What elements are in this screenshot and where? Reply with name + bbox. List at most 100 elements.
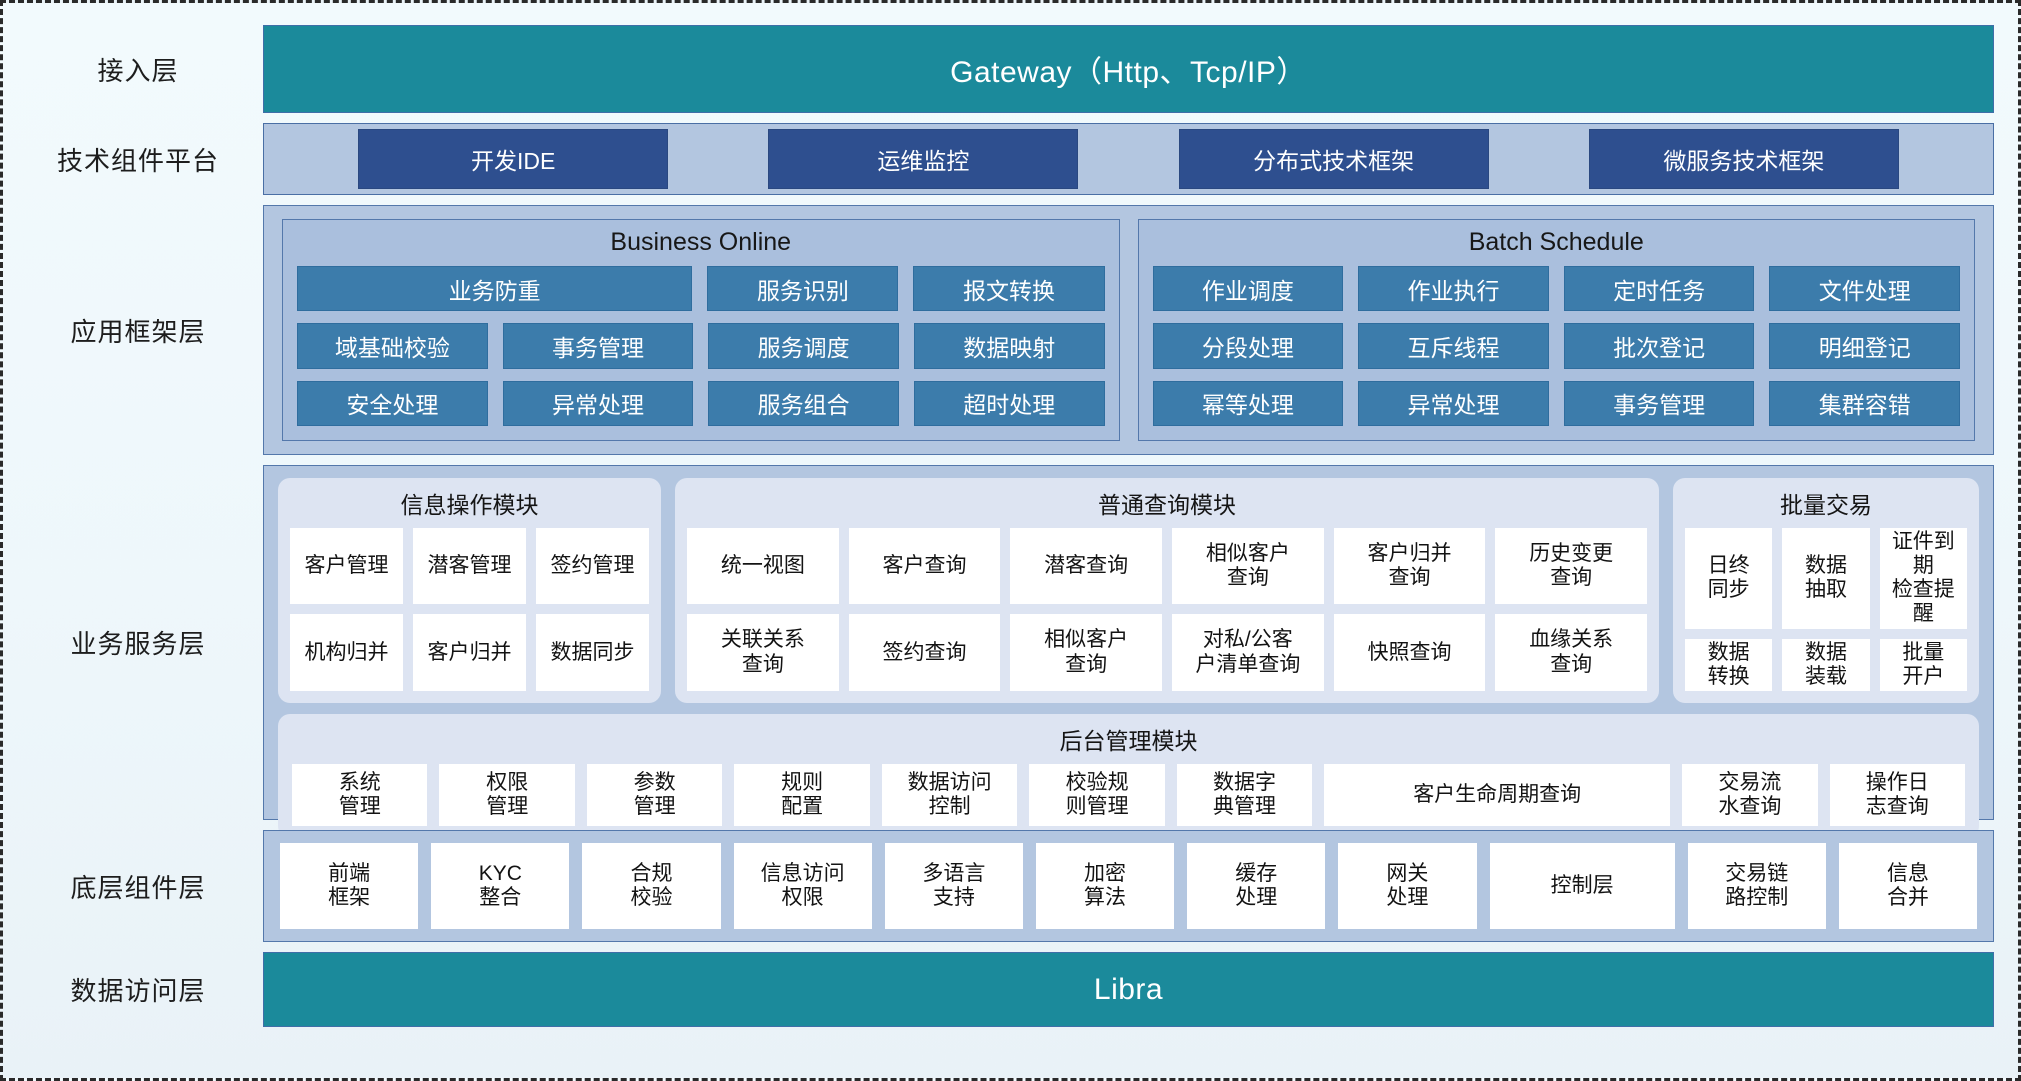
service-cell[interactable]: 数据抽取 (1782, 528, 1870, 629)
framework-cell[interactable]: 数据映射 (913, 323, 1105, 369)
service-module-backend-management: 后台管理模块 系统管理 权限管理 参数管理 规则配置 数据访问控制 校验规则管理… (278, 713, 1979, 838)
framework-cell[interactable]: 集群容错 (1769, 380, 1960, 426)
service-cell[interactable]: 潜客管理 (413, 528, 526, 605)
service-cell[interactable]: 客户管理 (290, 528, 403, 605)
framework-cell[interactable]: 分段处理 (1152, 323, 1344, 369)
framework-cell[interactable]: 作业调度 (1152, 266, 1344, 312)
service-cell[interactable]: 关联关系查询 (687, 614, 839, 691)
framework-cell[interactable]: 域基础校验 (297, 323, 488, 369)
framework-cell[interactable]: 事务管理 (1563, 380, 1755, 426)
framework-cell[interactable]: 超时处理 (913, 380, 1105, 426)
component-cell[interactable]: 信息访问权限 (733, 843, 872, 929)
backend-cell[interactable]: 参数管理 (586, 763, 723, 826)
app-framework-body: Business Online 业务防重 服务识别 报文转换 域基础校验 事务管… (263, 205, 1994, 455)
component-cell[interactable]: 加密算法 (1035, 843, 1175, 929)
backend-cell[interactable]: 客户生命周期查询 (1324, 763, 1671, 826)
component-cell[interactable]: 多语言支持 (884, 843, 1023, 929)
framework-cell[interactable]: 批次登记 (1563, 323, 1755, 369)
component-cell[interactable]: 缓存处理 (1187, 843, 1326, 929)
gateway-bar: Gateway（Http、Tcp/IP） (263, 25, 1994, 113)
backend-cell[interactable]: 权限管理 (439, 763, 575, 826)
service-cell[interactable]: 统一视图 (687, 528, 839, 605)
framework-cell[interactable]: 报文转换 (913, 266, 1105, 312)
backend-cell[interactable]: 校验规则管理 (1029, 763, 1165, 826)
component-cell[interactable]: 网关处理 (1338, 843, 1477, 929)
service-module-common-query: 普通查询模块 统一视图 客户查询 潜客查询 相似客户查询 客户归并查询 历史变更… (675, 478, 1659, 703)
tech-platform-body: 开发IDE 运维监控 分布式技术框架 微服务技术框架 (263, 123, 1994, 195)
tech-chip-microservice-framework[interactable]: 微服务技术框架 (1588, 129, 1899, 189)
component-cell[interactable]: 信息合并 (1838, 843, 1978, 929)
framework-cell[interactable]: 业务防重 (297, 266, 693, 312)
service-cell[interactable]: 机构归并 (290, 614, 403, 691)
service-module-rows: 统一视图 客户查询 潜客查询 相似客户查询 客户归并查询 历史变更查询 关联关系… (687, 528, 1648, 691)
framework-row: 安全处理 异常处理 服务组合 超时处理 (297, 380, 1105, 426)
backend-cell[interactable]: 数据访问控制 (881, 763, 1018, 826)
service-module-rows: 客户管理 潜客管理 签约管理 机构归并 客户归并 数据同步 (290, 528, 649, 691)
framework-cell[interactable]: 作业执行 (1358, 266, 1549, 312)
framework-cell[interactable]: 事务管理 (502, 323, 694, 369)
service-module-row: 统一视图 客户查询 潜客查询 相似客户查询 客户归并查询 历史变更查询 (687, 528, 1648, 605)
framework-row: 分段处理 互斥线程 批次登记 明细登记 (1152, 323, 1960, 369)
framework-row: 幂等处理 异常处理 事务管理 集群容错 (1152, 380, 1960, 426)
framework-cell[interactable]: 异常处理 (502, 380, 694, 426)
service-cell[interactable]: 历史变更查询 (1495, 528, 1648, 605)
layer-label-tech-platform: 技术组件平台 (56, 145, 219, 176)
tech-chip-ide[interactable]: 开发IDE (358, 129, 669, 189)
service-cell[interactable]: 数据装载 (1782, 638, 1870, 691)
service-module-title: 后台管理模块 (1059, 727, 1198, 754)
framework-row: 域基础校验 事务管理 服务调度 数据映射 (297, 323, 1105, 369)
service-cell[interactable]: 日终同步 (1685, 528, 1773, 629)
service-cell[interactable]: 快照查询 (1333, 614, 1486, 691)
tech-platform-band: 开发IDE 运维监控 分布式技术框架 微服务技术框架 (263, 123, 1994, 195)
app-framework-band: Business Online 业务防重 服务识别 报文转换 域基础校验 事务管… (263, 205, 1994, 455)
backend-cell[interactable]: 数据字典管理 (1176, 763, 1313, 826)
service-cell[interactable]: 血缘关系查询 (1495, 614, 1648, 691)
service-cell[interactable]: 签约查询 (848, 614, 1001, 691)
framework-cell[interactable]: 幂等处理 (1152, 380, 1344, 426)
service-cell[interactable]: 客户查询 (848, 528, 1001, 605)
framework-cell[interactable]: 互斥线程 (1358, 323, 1549, 369)
framework-group-business-online: Business Online 业务防重 服务识别 报文转换 域基础校验 事务管… (282, 219, 1120, 441)
framework-cell[interactable]: 服务组合 (708, 380, 899, 426)
service-cell[interactable]: 签约管理 (536, 528, 649, 605)
tech-chip-distributed-framework[interactable]: 分布式技术框架 (1178, 129, 1489, 189)
service-cell[interactable]: 数据转换 (1685, 638, 1773, 691)
service-cell[interactable]: 数据同步 (536, 614, 649, 691)
service-cell[interactable]: 客户归并 (413, 614, 526, 691)
component-cell[interactable]: 控制层 (1489, 843, 1675, 929)
component-cell[interactable]: 交易链路控制 (1687, 843, 1826, 929)
framework-cell[interactable]: 明细登记 (1769, 323, 1960, 369)
framework-cell[interactable]: 安全处理 (297, 380, 488, 426)
service-cell[interactable]: 证件到期检查提醒 (1879, 528, 1967, 629)
backend-cell[interactable]: 规则配置 (734, 763, 870, 826)
service-module-title: 批量交易 (1780, 492, 1872, 518)
business-service-band: 信息操作模块 客户管理 潜客管理 签约管理 机构归并 客户归并 数据同步 (263, 465, 1994, 838)
framework-cell[interactable]: 服务调度 (708, 323, 899, 369)
service-cell[interactable]: 潜客查询 (1010, 528, 1163, 605)
backend-cell[interactable]: 操作日志查询 (1829, 763, 1966, 826)
service-cell[interactable]: 客户归并查询 (1333, 528, 1486, 605)
service-module-title: 普通查询模块 (1098, 492, 1236, 518)
service-cell[interactable]: 批量开户 (1879, 638, 1967, 691)
component-cell[interactable]: 合规校验 (582, 843, 721, 929)
framework-cell[interactable]: 定时任务 (1563, 266, 1755, 312)
framework-cell[interactable]: 文件处理 (1769, 266, 1960, 312)
tech-chip-ops-monitor[interactable]: 运维监控 (768, 129, 1079, 189)
component-cell[interactable]: 前端框架 (280, 843, 419, 929)
service-module-row: 机构归并 客户归并 数据同步 (290, 614, 649, 691)
service-cell[interactable]: 相似客户查询 (1010, 614, 1163, 691)
framework-cell[interactable]: 服务识别 (707, 266, 899, 312)
backend-cell[interactable]: 交易流水查询 (1682, 763, 1818, 826)
framework-group-title: Batch Schedule (1468, 228, 1644, 256)
layer-label-app-framework: 应用框架层 (70, 316, 206, 347)
service-cell[interactable]: 对私/公客户清单查询 (1172, 614, 1324, 691)
service-cell[interactable]: 相似客户查询 (1172, 528, 1324, 605)
backend-cell[interactable]: 系统管理 (292, 763, 428, 826)
diagram-grid: 接入层 Gateway（Http、Tcp/IP） 技术组件平台 开发IDE 运维… (3, 3, 2018, 1078)
service-module-row: 客户管理 潜客管理 签约管理 (290, 528, 649, 605)
layer-label-access: 接入层 (97, 55, 179, 86)
framework-cell[interactable]: 异常处理 (1358, 380, 1549, 426)
service-module-info-operations: 信息操作模块 客户管理 潜客管理 签约管理 机构归并 客户归并 数据同步 (278, 478, 661, 703)
